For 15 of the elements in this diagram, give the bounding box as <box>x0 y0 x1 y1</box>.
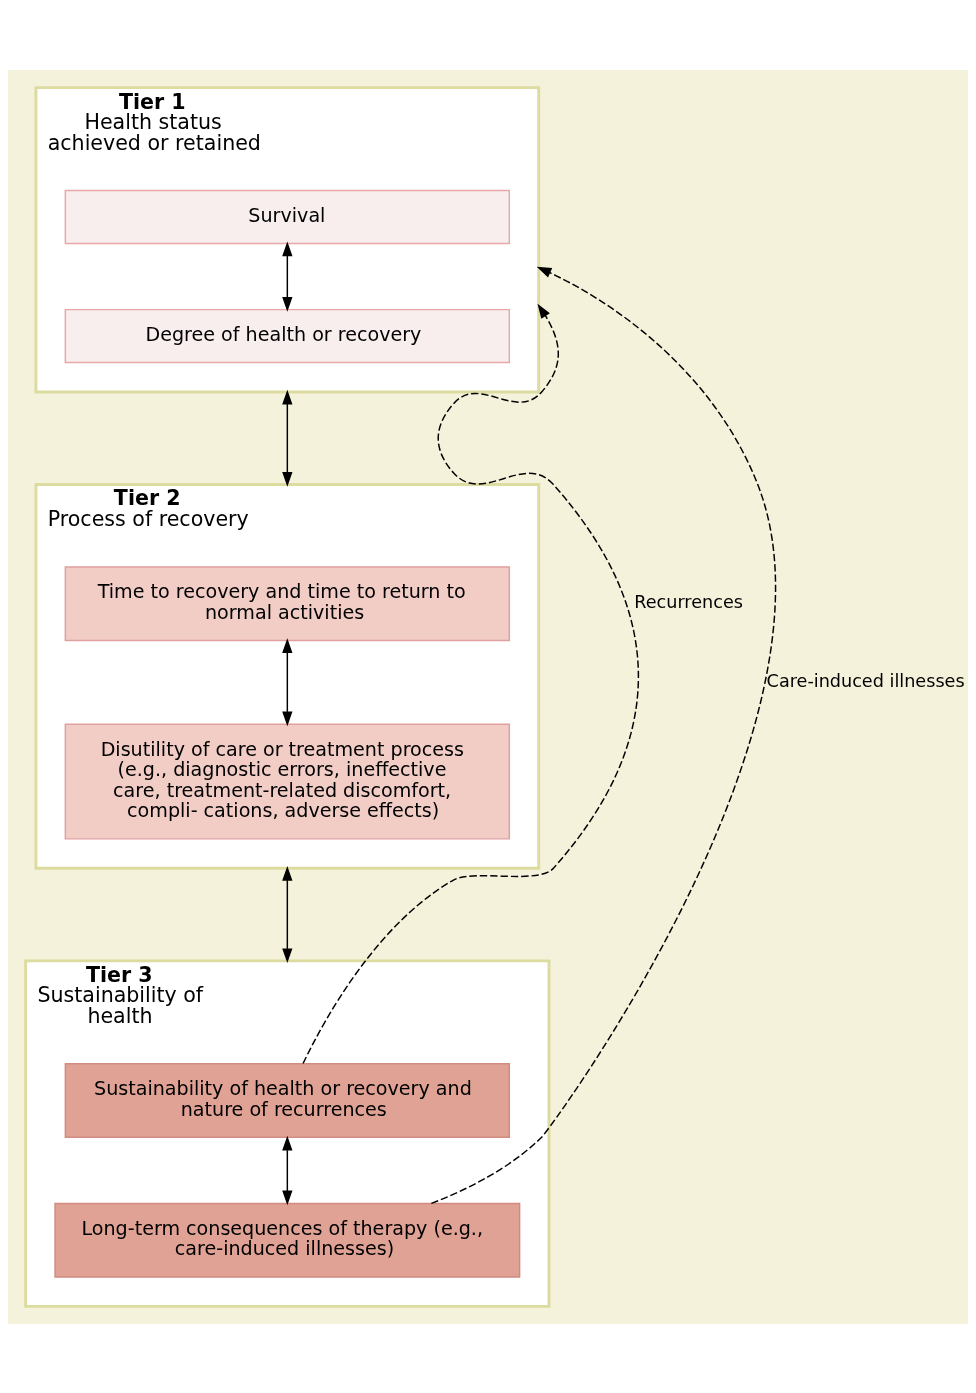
arrow <box>282 637 293 726</box>
node-box: Time to recovery and time to return to normal activities <box>64 565 511 641</box>
node-box: Sustainability of health or recovery and nature of recurrences <box>64 1062 511 1138</box>
edge-label: Care-induced illnesses <box>766 670 965 691</box>
edge-label: Recurrences <box>634 591 743 612</box>
arrow <box>430 266 776 1204</box>
node-box: Degree of health or recovery <box>64 308 511 363</box>
arrow <box>282 1135 293 1205</box>
node-box: Survival <box>64 189 511 244</box>
arrow <box>302 303 640 1064</box>
node-box: Long-term consequences of therapy (e.g., care-induced illnesses) <box>54 1202 521 1278</box>
arrow <box>282 240 293 312</box>
arrow <box>282 865 293 963</box>
arrow <box>282 389 293 487</box>
node-box: Disutility of care or treatment process (e.g., diagnostic errors, ineffective care, treatment-related discomfort, compli- cations, adverse effects) <box>64 722 511 840</box>
